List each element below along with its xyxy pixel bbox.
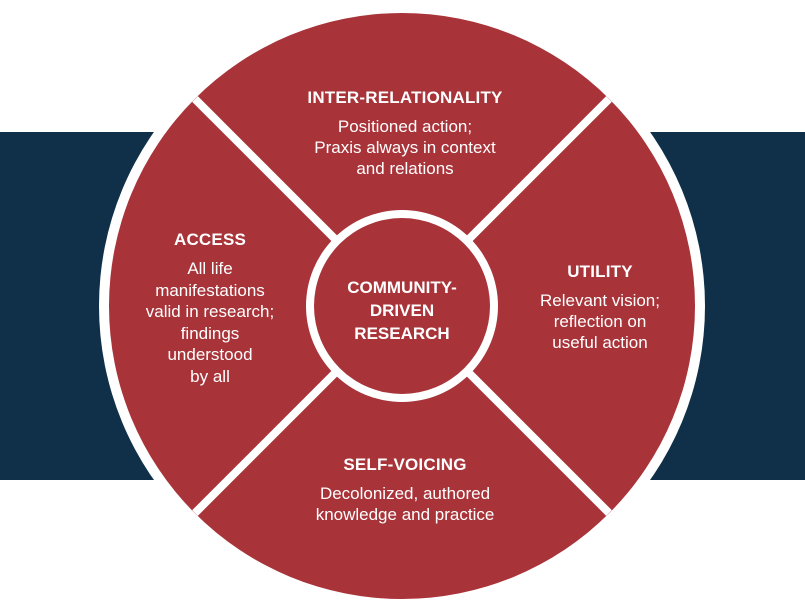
- description-line: useful action: [552, 333, 648, 352]
- description-line: Praxis always in context: [314, 138, 496, 157]
- quadrant-heading: UTILITY: [567, 262, 633, 281]
- quadrant-self-voicing: SELF-VOICING Decolonized, authored knowl…: [240, 455, 570, 525]
- description-line: reflection on: [553, 312, 647, 331]
- center-label-line: DRIVEN: [369, 301, 435, 320]
- quadrant-inter-relationality: INTER-RELATIONALITY Positioned action; P…: [240, 88, 570, 179]
- quadrant-description: Relevant vision; reflection on useful ac…: [500, 290, 700, 353]
- description-line: manifestations: [155, 280, 265, 300]
- description-line: Decolonized, authored: [319, 484, 491, 503]
- quadrant-access: ACCESS All life manifestations valid in …: [115, 230, 305, 387]
- center-label: COMMUNITY- DRIVEN RESEARCH: [316, 276, 488, 345]
- description-line: Positioned action;: [337, 117, 473, 136]
- center-label-line: COMMUNITY-: [347, 278, 457, 297]
- description-line: by all: [190, 366, 230, 386]
- description-line: valid in research;: [145, 302, 275, 321]
- quadrant-description: Decolonized, authored knowledge and prac…: [240, 483, 570, 525]
- quadrant-heading: INTER-RELATIONALITY: [307, 88, 503, 107]
- description-line: All life: [187, 259, 233, 278]
- quadrant-heading: SELF-VOICING: [343, 455, 467, 474]
- description-line: and relations: [356, 159, 454, 178]
- quadrant-description: All life manifestations valid in researc…: [115, 258, 305, 387]
- description-line: understood: [167, 345, 253, 364]
- description-line: knowledge and practice: [315, 505, 495, 524]
- description-line: Relevant vision;: [539, 291, 660, 310]
- description-line: findings: [180, 323, 240, 343]
- center-circle: [314, 218, 490, 394]
- quadrant-description: Positioned action; Praxis always in cont…: [240, 116, 570, 179]
- quadrant-utility: UTILITY Relevant vision; reflection on u…: [500, 262, 700, 353]
- center-label-line: RESEARCH: [354, 324, 450, 343]
- quadrant-heading: ACCESS: [173, 230, 247, 249]
